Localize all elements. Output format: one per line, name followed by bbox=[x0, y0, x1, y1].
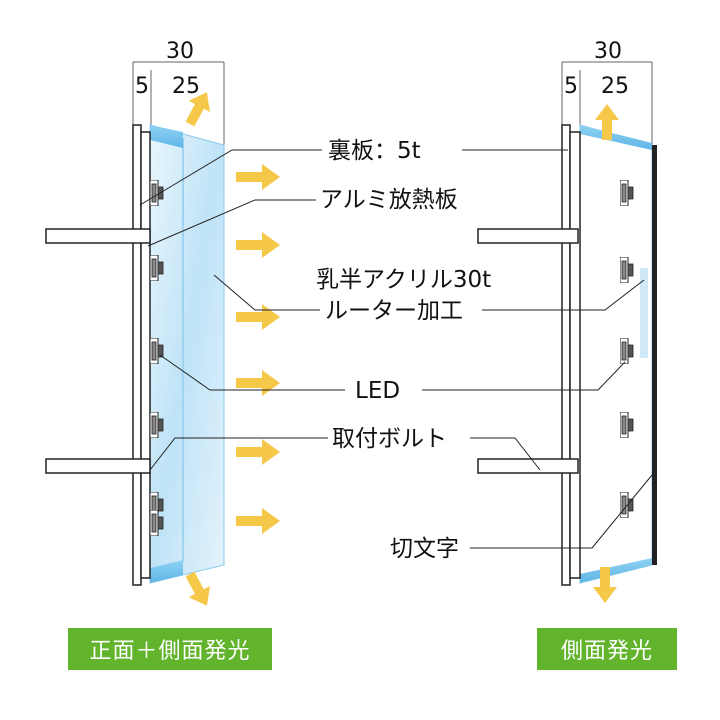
arrow-front-4 bbox=[236, 370, 280, 396]
left-acrylic-bottom-edge bbox=[150, 560, 183, 583]
right-diagram: 30 5 25 bbox=[477, 39, 657, 603]
arrow-front-5 bbox=[236, 439, 280, 465]
right-bolt-top bbox=[477, 228, 579, 244]
label-led: LED bbox=[355, 378, 400, 404]
callout-lines bbox=[139, 149, 653, 549]
arrow-top-side bbox=[185, 92, 210, 127]
callout-led-left bbox=[159, 354, 345, 391]
callout-led-right bbox=[422, 361, 626, 391]
badge-front-side-light: 正面＋側面発光 bbox=[68, 628, 272, 670]
label-cut-letter: 切文字 bbox=[390, 536, 459, 562]
callout-cut-letter bbox=[470, 474, 653, 549]
left-diagram: 30 5 25 bbox=[45, 39, 280, 606]
callout-alu-plate-left bbox=[147, 199, 316, 247]
right-bolt-bottom bbox=[477, 458, 579, 474]
right-dim-total: 30 bbox=[594, 39, 622, 64]
callout-back-plate-left bbox=[139, 149, 322, 206]
left-dim-total: 30 bbox=[166, 39, 194, 64]
right-cut-letter bbox=[652, 145, 657, 565]
right-back-plate bbox=[561, 124, 571, 586]
right-dimension bbox=[561, 61, 653, 145]
arrow-front-1 bbox=[236, 164, 280, 190]
right-dim-b: 25 bbox=[601, 74, 629, 99]
arrow-right-bottom bbox=[593, 567, 617, 603]
label-alu-plate: アルミ放熱板 bbox=[320, 187, 458, 213]
right-acrylic-top-edge bbox=[580, 125, 652, 150]
badge-side-light: 側面発光 bbox=[537, 628, 677, 670]
left-dim-a: 5 bbox=[135, 74, 149, 99]
right-alu-plate bbox=[569, 131, 581, 579]
arrow-right-top bbox=[595, 104, 619, 140]
arrow-front-2 bbox=[236, 232, 280, 258]
label-acrylic-line2: ルーター加工 bbox=[325, 298, 463, 324]
left-bolt-top bbox=[45, 228, 151, 244]
arrow-front-3 bbox=[236, 304, 280, 330]
left-acrylic-top-edge bbox=[150, 125, 183, 148]
right-acrylic-inner-stripe bbox=[640, 268, 648, 358]
callout-bolt-right bbox=[470, 437, 541, 471]
arrow-bottom-side bbox=[185, 571, 210, 606]
right-light-arrows bbox=[593, 104, 619, 603]
right-acrylic-bottom-edge bbox=[580, 558, 652, 583]
labels: 裏板：5t アルミ放熱板 乳半アクリル30t ルーター加工 LED 取付ボルト … bbox=[316, 138, 491, 562]
arrow-front-6 bbox=[236, 508, 280, 534]
left-dim-b: 25 bbox=[172, 74, 200, 99]
label-bolt: 取付ボルト bbox=[332, 426, 447, 452]
left-bolt-bottom bbox=[45, 458, 151, 474]
left-alu-plate bbox=[140, 131, 151, 579]
label-back-plate: 裏板：5t bbox=[328, 138, 421, 164]
callout-acrylic-left bbox=[213, 274, 320, 311]
left-light-arrows bbox=[185, 92, 280, 606]
label-acrylic-line1: 乳半アクリル30t bbox=[316, 267, 491, 293]
left-back-plate bbox=[132, 124, 142, 586]
left-dimension bbox=[132, 61, 225, 145]
callout-acrylic-right bbox=[482, 279, 645, 311]
callout-bolt-left bbox=[149, 437, 328, 471]
right-dim-a: 5 bbox=[564, 74, 578, 99]
